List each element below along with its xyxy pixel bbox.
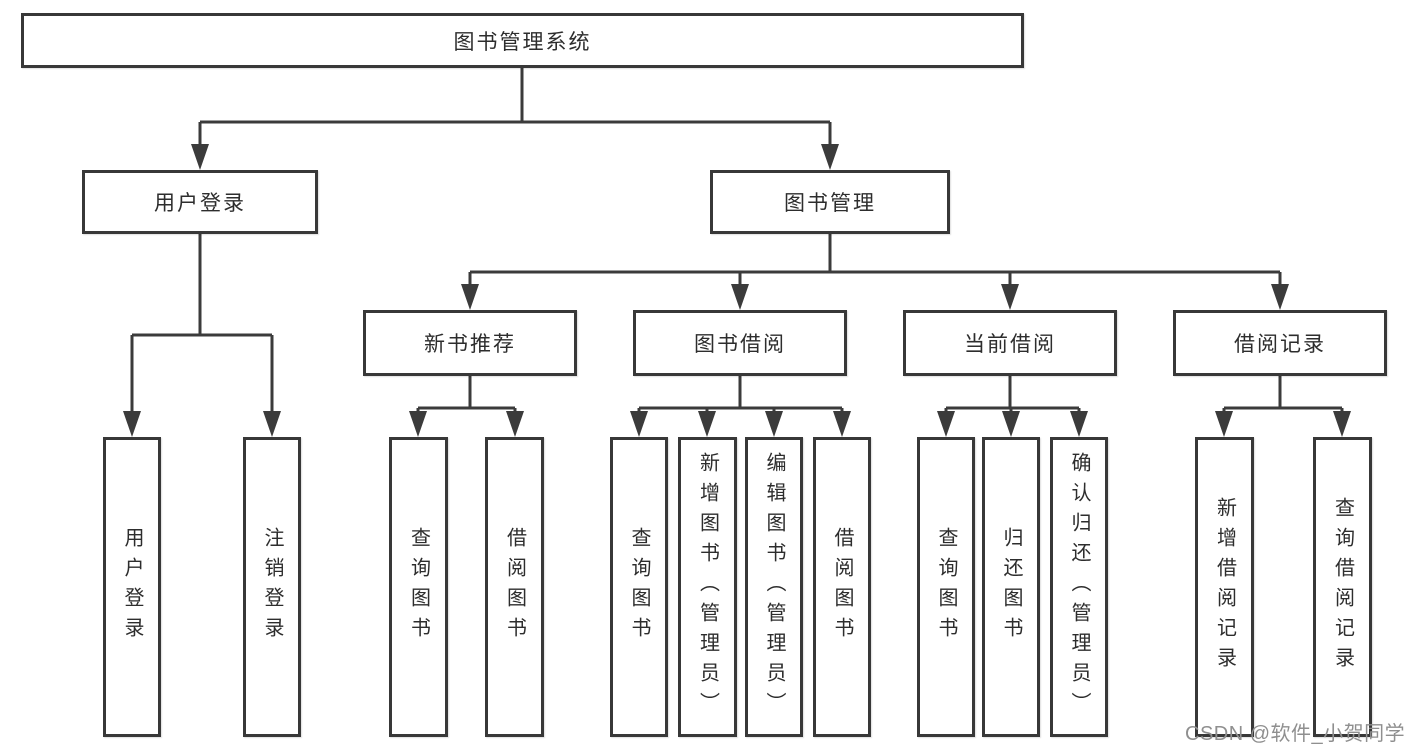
arrowheads (123, 144, 1351, 437)
node-book-management: 图书管理 (710, 170, 950, 234)
node-borrowing-records: 借阅记录 (1173, 310, 1387, 376)
leaf-confirm-return-admin: 确认归还（管理员） (1050, 437, 1108, 737)
leaf-user-login: 用户登录 (103, 437, 161, 737)
leaf-query-books-current: 查询图书 (917, 437, 975, 737)
leaf-add-book-admin: 新增图书（管理员） (678, 437, 737, 737)
leaf-borrow-books-recommend: 借阅图书 (485, 437, 544, 737)
leaf-edit-book-admin: 编辑图书（管理员） (745, 437, 803, 737)
leaf-logout: 注销登录 (243, 437, 301, 737)
leaf-query-books-borrowing: 查询图书 (610, 437, 668, 737)
node-user-login: 用户登录 (82, 170, 318, 234)
node-library-system-root: 图书管理系统 (21, 13, 1024, 68)
node-new-book-recommend: 新书推荐 (363, 310, 577, 376)
leaf-add-borrow-record: 新增借阅记录 (1195, 437, 1254, 737)
leaf-borrow-books-borrowing: 借阅图书 (813, 437, 871, 737)
node-book-borrowing: 图书借阅 (633, 310, 847, 376)
leaf-query-books-recommend: 查询图书 (389, 437, 448, 737)
watermark-text: CSDN @软件_小贺同学 (1185, 723, 1405, 745)
leaf-query-borrow-record: 查询借阅记录 (1313, 437, 1372, 737)
node-current-borrowing: 当前借阅 (903, 310, 1117, 376)
leaf-return-books: 归还图书 (982, 437, 1040, 737)
